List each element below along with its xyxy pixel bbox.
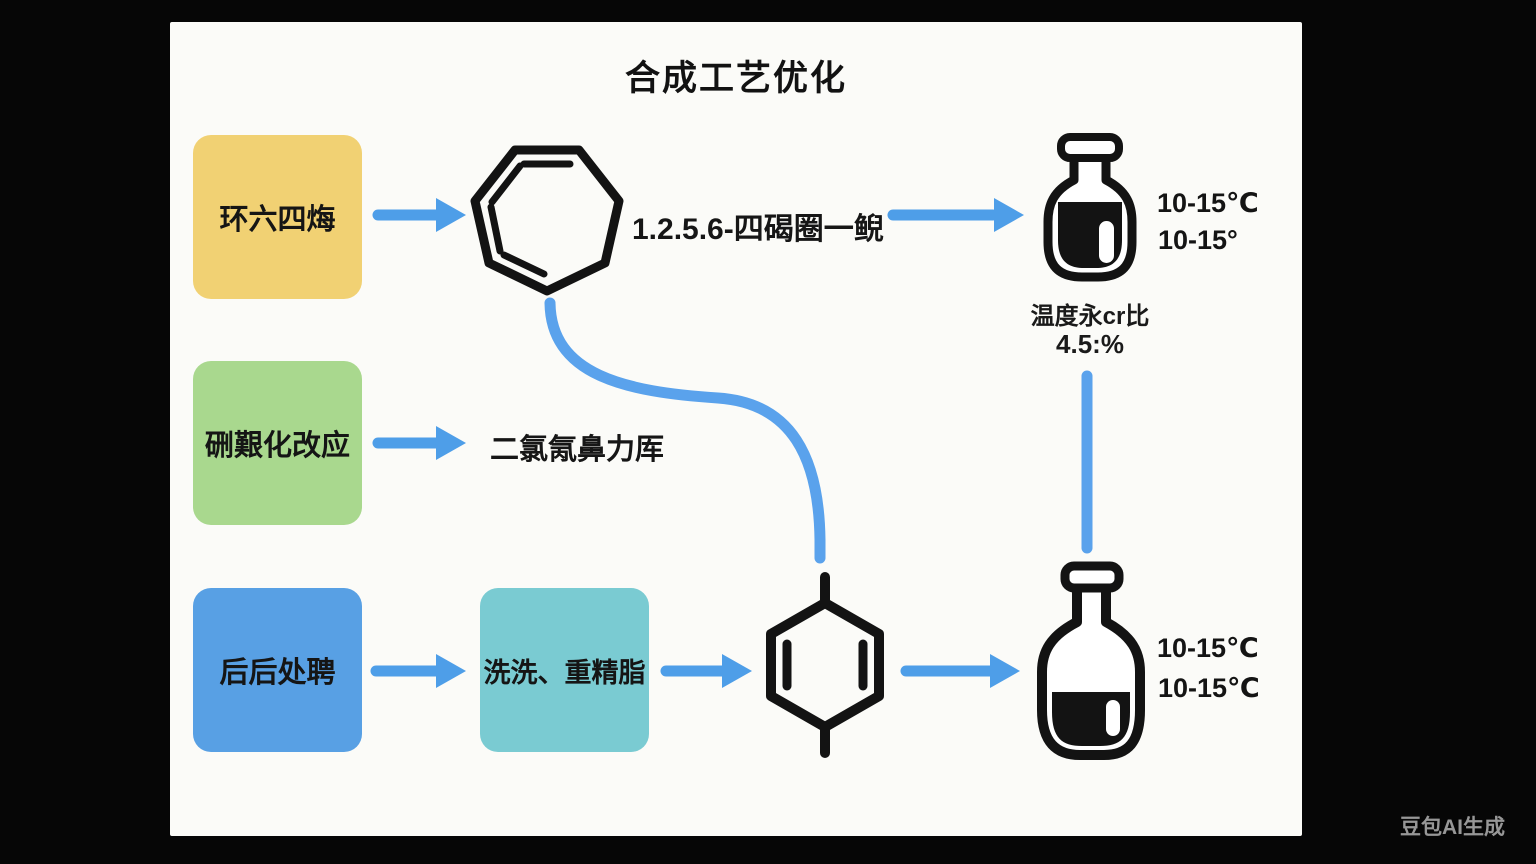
flask2-temp-line2: 10-15℃ xyxy=(1158,673,1260,703)
arrow-right-icon xyxy=(660,654,752,688)
arrow-right-icon xyxy=(887,198,1024,232)
flask2-temp-line1: 10-15℃ xyxy=(1157,633,1259,663)
molecule1-label: 1.2.5.6-四碣圈一鲵 xyxy=(632,213,884,246)
process-step-box-1: 环六四烸 xyxy=(193,135,362,299)
flask1-note-line1: 温度永cr比 xyxy=(1030,303,1150,330)
page-title: 合成工艺优化 xyxy=(624,59,847,98)
process-step-box-2: 硎艱化改应 xyxy=(193,361,362,525)
wash-step-box: 洗洗、重精脂 xyxy=(480,588,649,752)
benzene-ring-icon xyxy=(766,572,884,758)
half-flask-icon xyxy=(1037,561,1145,760)
process-step-label: 环六四烸 xyxy=(219,204,336,236)
process-step-label: 后后处聘 xyxy=(219,657,336,689)
arrow-right-icon xyxy=(372,198,466,232)
process-step-box-3: 后后处聘 xyxy=(193,588,362,752)
flask1-temp-line2: 10-15° xyxy=(1158,225,1238,255)
full-flask-icon xyxy=(1043,133,1137,282)
curved-connector-line xyxy=(544,297,826,564)
process-step-label: 硎艱化改应 xyxy=(204,430,350,462)
solvent-label: 二氯氞鼻力厍 xyxy=(490,434,665,466)
arrow-right-icon xyxy=(900,654,1020,688)
arrow-right-icon xyxy=(372,426,466,460)
heptagon-triene-ring-icon xyxy=(470,145,624,296)
flask1-temp-line1: 10-15℃ xyxy=(1157,188,1259,218)
flask1-note-line2: 4.5:% xyxy=(1056,329,1124,359)
ai-watermark: 豆包AI生成 xyxy=(1400,816,1505,839)
wash-step-label: 洗洗、重精脂 xyxy=(483,657,646,688)
arrow-right-icon xyxy=(370,654,466,688)
